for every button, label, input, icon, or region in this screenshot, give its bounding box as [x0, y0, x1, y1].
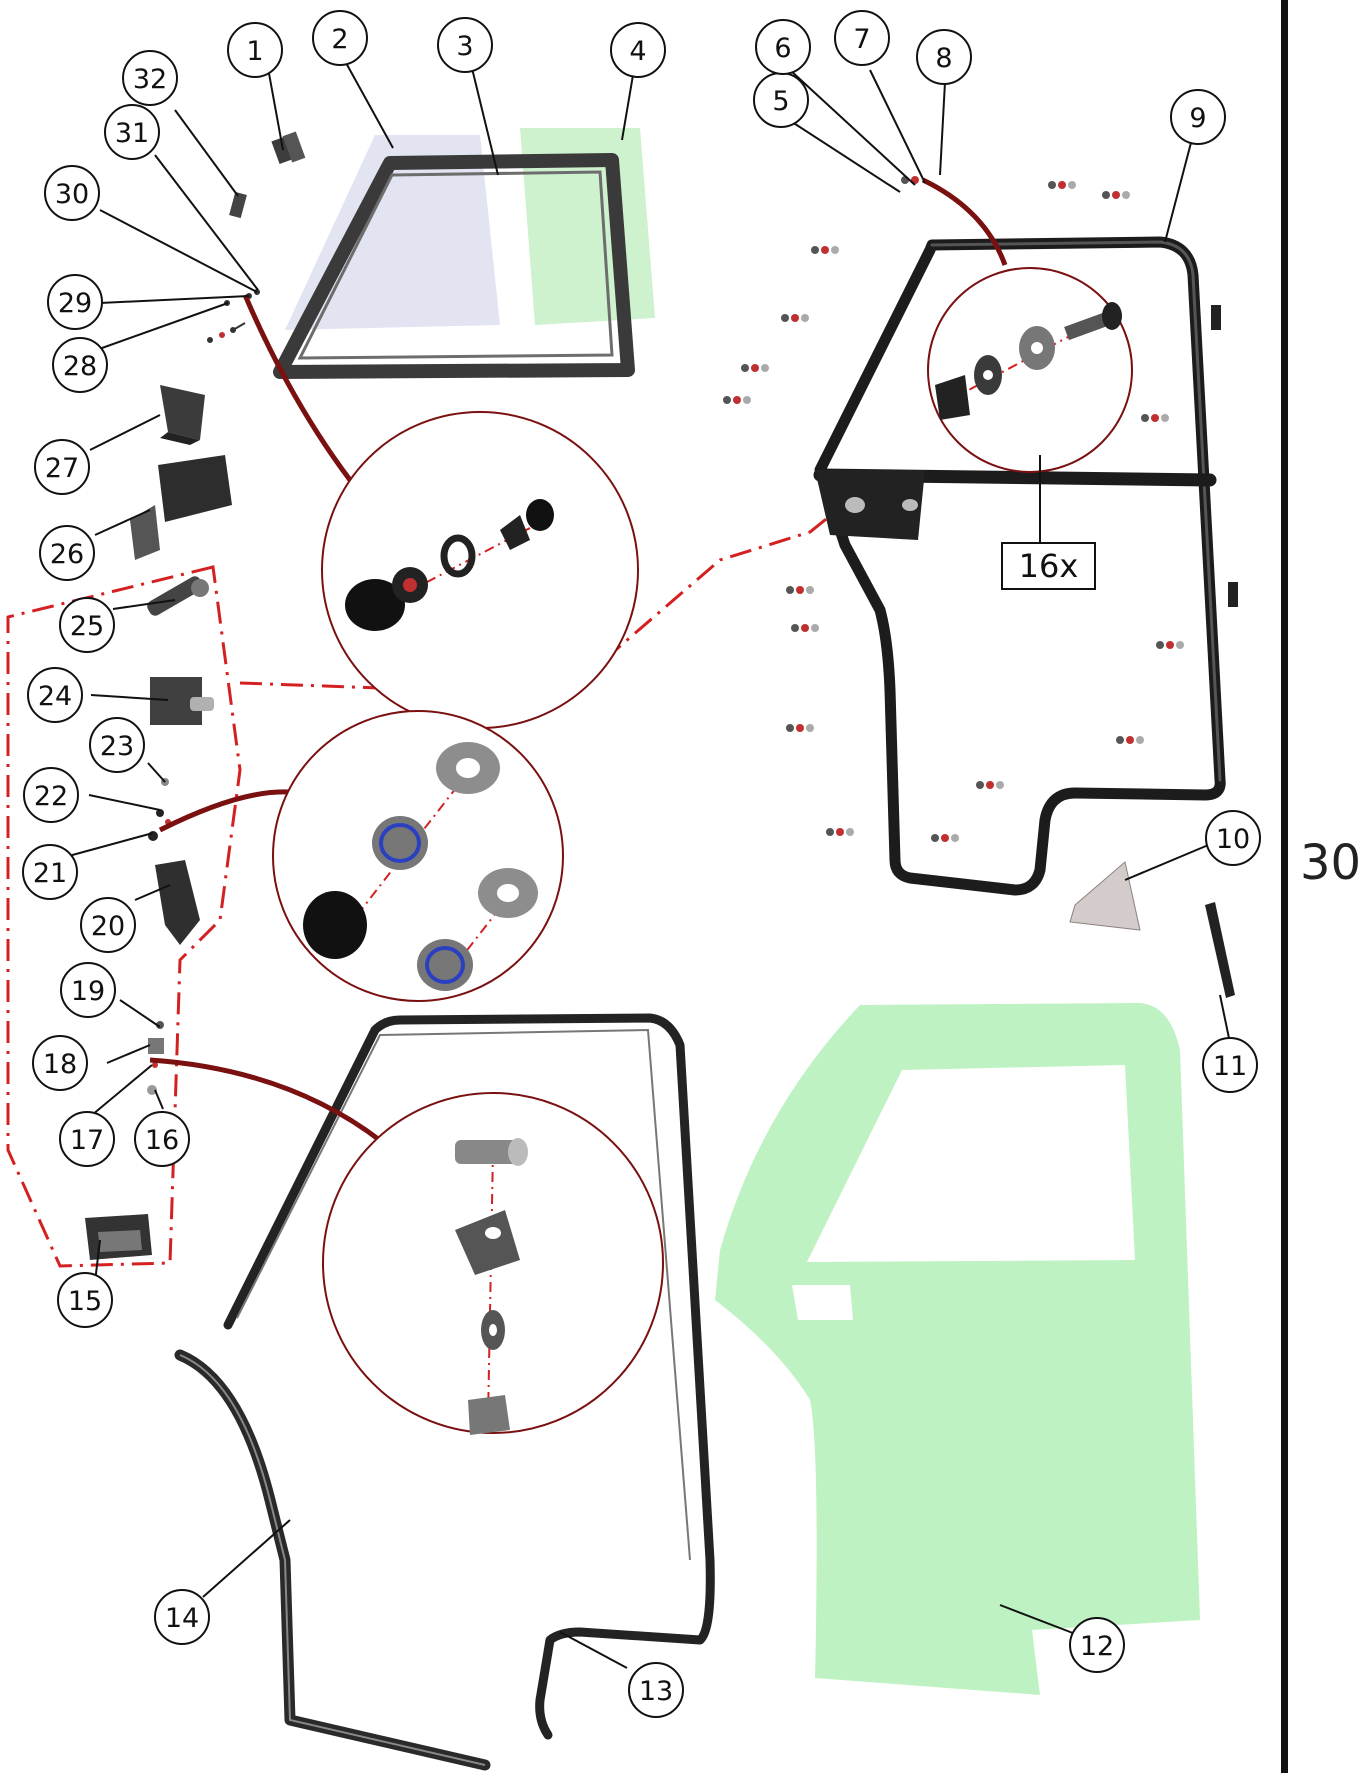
callout-26: 26	[39, 525, 95, 581]
callout-10: 10	[1205, 810, 1261, 866]
callout-1: 1	[227, 22, 283, 78]
callout-number: 3	[456, 31, 473, 62]
callout-28: 28	[52, 337, 108, 393]
callout-number: 6	[774, 33, 791, 64]
callout-number: 15	[68, 1286, 102, 1317]
callout-number: 7	[853, 24, 870, 55]
part-13-door-seal	[223, 1013, 715, 1740]
part-15-handle-recess	[85, 1214, 152, 1260]
callout-number: 19	[71, 976, 105, 1007]
detail-circle-washer-bolt	[927, 267, 1133, 473]
part-25-lever	[147, 576, 209, 616]
callout-24: 24	[27, 667, 83, 723]
callout-22: 22	[23, 767, 79, 823]
callout-number: 20	[91, 911, 125, 942]
callout-number: 22	[34, 781, 68, 812]
part-26-mirror	[130, 455, 232, 560]
callout-8: 8	[916, 29, 972, 85]
callout-leaders	[64, 51, 1231, 1669]
callout-number: 30	[55, 179, 89, 210]
part-11-strip	[1205, 902, 1235, 998]
fastener-sets	[723, 176, 1184, 842]
callout-number: 8	[935, 43, 952, 74]
detail-circle-striker	[322, 1092, 664, 1435]
callout-5: 5	[753, 72, 809, 128]
parts-16-19-hardware	[147, 1021, 164, 1095]
callout-number: 5	[772, 86, 789, 117]
callout-number: 21	[33, 858, 67, 889]
callout-number: 28	[63, 351, 97, 382]
callout-27: 27	[34, 439, 90, 495]
callout-23: 23	[89, 717, 145, 773]
callout-number: 26	[50, 539, 84, 570]
callout-17: 17	[59, 1111, 115, 1167]
callout-number: 4	[629, 36, 646, 67]
callout-number: 29	[58, 288, 92, 319]
part-9-hinge-plate	[815, 470, 925, 540]
part-3-window-frame	[273, 153, 635, 379]
callout-19: 19	[60, 962, 116, 1018]
callout-29: 29	[47, 274, 103, 330]
detail-circle-bolt-assembly	[321, 411, 639, 729]
callout-32: 32	[122, 50, 178, 106]
callout-number: 14	[165, 1603, 199, 1634]
callout-30: 30	[44, 165, 100, 221]
callout-number: 2	[331, 24, 348, 55]
callout-14: 14	[154, 1589, 210, 1645]
callout-13: 13	[628, 1662, 684, 1718]
quantity-label: 16x	[1001, 542, 1096, 590]
callout-number: 24	[38, 681, 72, 712]
callout-number: 17	[70, 1125, 104, 1156]
callout-21: 21	[22, 844, 78, 900]
callout-number: 13	[639, 1676, 673, 1707]
callout-number: 10	[1216, 824, 1250, 855]
detail-circle-nut-washer	[272, 710, 564, 1002]
callout-number: 16	[145, 1125, 179, 1156]
callout-number: 12	[1080, 1631, 1114, 1662]
page-number: 30	[1300, 835, 1362, 891]
callout-number: 31	[115, 118, 149, 149]
hardware-group-connector	[239, 514, 831, 690]
hardware-group-outline	[6, 565, 242, 1268]
callout-7: 7	[834, 10, 890, 66]
callout-number: 32	[133, 64, 167, 95]
callout-11: 11	[1202, 1037, 1258, 1093]
callout-9: 9	[1170, 89, 1226, 145]
page-border-rule	[1281, 0, 1288, 1773]
callout-number: 11	[1213, 1051, 1247, 1082]
part-32-clip	[229, 191, 247, 219]
callout-3: 3	[437, 17, 493, 73]
callout-15: 15	[57, 1272, 113, 1328]
part-20-bracket	[155, 860, 200, 945]
callout-number: 27	[45, 453, 79, 484]
detail-leaders	[149, 177, 1008, 1157]
part-27-bracket	[160, 385, 205, 445]
callout-number: 23	[100, 731, 134, 762]
callout-12: 12	[1069, 1617, 1125, 1673]
callout-31: 31	[104, 104, 160, 160]
callout-6: 6	[755, 19, 811, 75]
callout-16: 16	[134, 1111, 190, 1167]
callout-25: 25	[59, 597, 115, 653]
callout-2: 2	[312, 10, 368, 66]
part-10-gusset	[1069, 861, 1141, 931]
part-24-latch	[150, 677, 214, 725]
callout-number: 25	[70, 611, 104, 642]
part-12-door-panel	[715, 1003, 1200, 1695]
callout-number: 9	[1189, 103, 1206, 134]
callout-number: 18	[43, 1049, 77, 1080]
callout-20: 20	[80, 897, 136, 953]
callout-number: 1	[246, 36, 263, 67]
callout-4: 4	[610, 22, 666, 78]
part-1-bracket	[271, 131, 306, 165]
callout-18: 18	[32, 1035, 88, 1091]
